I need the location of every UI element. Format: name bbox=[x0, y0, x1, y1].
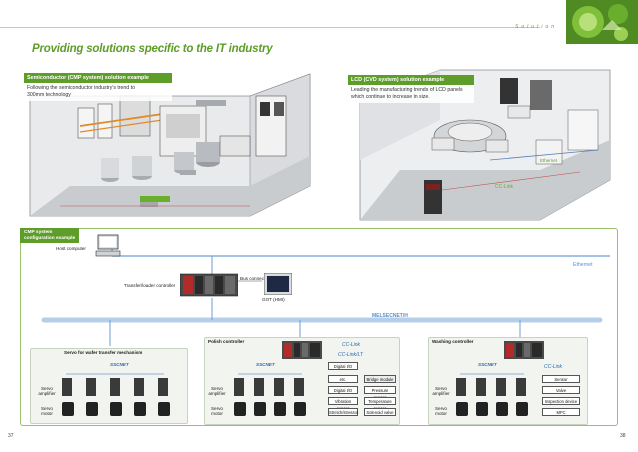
wafer-servo-devices bbox=[62, 373, 170, 416]
wafer-servo-motor-label: Servo motor bbox=[40, 406, 53, 416]
got-label: GOT (HMI) bbox=[262, 297, 285, 302]
transfer-loader-label: Transfer/loader controller bbox=[124, 283, 176, 288]
polish-tag-solenoid-valve: Solenoid valve bbox=[364, 408, 396, 416]
polish-cclink-lt-label: CC-Link/LT bbox=[338, 352, 363, 358]
washing-tag-inspection-device: Inspection device bbox=[542, 397, 580, 405]
polish-tag-bridge-module: Bridge module bbox=[364, 375, 396, 383]
semiconductor-room-illustration bbox=[29, 73, 311, 217]
semiconductor-example-box: Semiconductor (CMP system) solution exam… bbox=[24, 73, 172, 101]
polish-tag-vibration-sensor: Vibration sensor bbox=[328, 397, 358, 411]
cmp-heading-line1: CMP system bbox=[24, 230, 53, 235]
lcd-example-heading: LCD (CVD system) solution example bbox=[348, 75, 474, 85]
solution-label: Solution bbox=[515, 24, 558, 30]
svg-text:CC-Link: CC-Link bbox=[495, 184, 514, 190]
ethernet-label: Ethernet bbox=[573, 262, 593, 268]
polish-servo-motor-label: Servo motor bbox=[210, 406, 223, 416]
plc-rack-icon bbox=[180, 273, 238, 297]
semiconductor-example-line1: Following the semiconductor industry's t… bbox=[27, 85, 135, 91]
host-computer-icon bbox=[95, 234, 121, 257]
polish-tag-digital-io-1: Digital I/O bbox=[328, 362, 358, 370]
polish-panel-title: Polish controller bbox=[208, 339, 245, 344]
page-title: Providing solutions specific to the IT i… bbox=[32, 43, 273, 55]
cmp-configuration-heading: CMP system configuration example bbox=[20, 228, 80, 244]
bus-connection-label: Bus connection bbox=[240, 276, 272, 281]
polish-servo-devices bbox=[234, 373, 306, 416]
header-rule bbox=[0, 27, 540, 28]
green-badge-graphic bbox=[566, 0, 638, 44]
washing-servo-devices bbox=[456, 373, 528, 416]
wafer-panel-title: Servo for wafer transfer mechanism bbox=[64, 350, 143, 355]
page-number-left: 37 bbox=[8, 433, 14, 439]
polish-tag-temperature-sensor: Temperature sensor bbox=[364, 397, 396, 411]
washing-sscnet-label: SSCNET bbox=[478, 362, 497, 367]
polish-tag-etc: etc. bbox=[328, 375, 358, 383]
washing-cclink-label: CC-Link bbox=[544, 364, 563, 370]
cmp-heading-line2: configuration example bbox=[24, 235, 76, 241]
polish-cclink-label: CC-Link bbox=[342, 342, 361, 348]
melsecnet-label: MELSECNET/H bbox=[372, 313, 408, 319]
polish-plc-icon bbox=[282, 341, 322, 359]
lcd-room-illustration: Ethernet CC-Link bbox=[359, 69, 611, 221]
got-hmi-icon bbox=[264, 273, 292, 295]
washing-plc-icon bbox=[504, 341, 544, 359]
polish-tag-pressure-sensor: Pressure sensor bbox=[364, 386, 396, 400]
semiconductor-example-heading: Semiconductor (CMP system) solution exam… bbox=[24, 73, 172, 83]
host-computer-label: Host computer bbox=[56, 246, 86, 251]
lcd-example-line2: which continue to increase in size. bbox=[351, 94, 430, 100]
lcd-example-box: LCD (CVD system) solution example Leadin… bbox=[348, 75, 474, 103]
page-number-right: 38 bbox=[620, 433, 626, 439]
wafer-sscnet-label: SSCNET bbox=[110, 362, 129, 367]
semiconductor-example-line2: 300mm technology bbox=[27, 92, 71, 98]
polish-tag-stretch-stressor: Stretch/stressor bbox=[328, 408, 359, 416]
washing-tag-valve: Valve bbox=[542, 386, 580, 394]
washing-tag-sensor: Sensor bbox=[542, 375, 580, 383]
polish-sscnet-label: SSCNET bbox=[256, 362, 275, 367]
lcd-example-line1: Leading the manufacturing trends of LCD … bbox=[351, 87, 463, 93]
washing-tag-mfc: MFC bbox=[542, 408, 580, 416]
polish-servo-amplifier-label: Servo amplifier bbox=[208, 386, 226, 396]
washing-servo-motor-label: Servo motor bbox=[434, 406, 447, 416]
svg-text:Ethernet: Ethernet bbox=[540, 158, 558, 163]
wafer-servo-amplifier-label: Servo amplifier bbox=[38, 386, 56, 396]
washing-servo-amplifier-label: Servo amplifier bbox=[432, 386, 450, 396]
washing-panel-title: Washing controller bbox=[432, 339, 474, 344]
polish-tag-digital-io-2: Digital I/O bbox=[328, 386, 358, 394]
